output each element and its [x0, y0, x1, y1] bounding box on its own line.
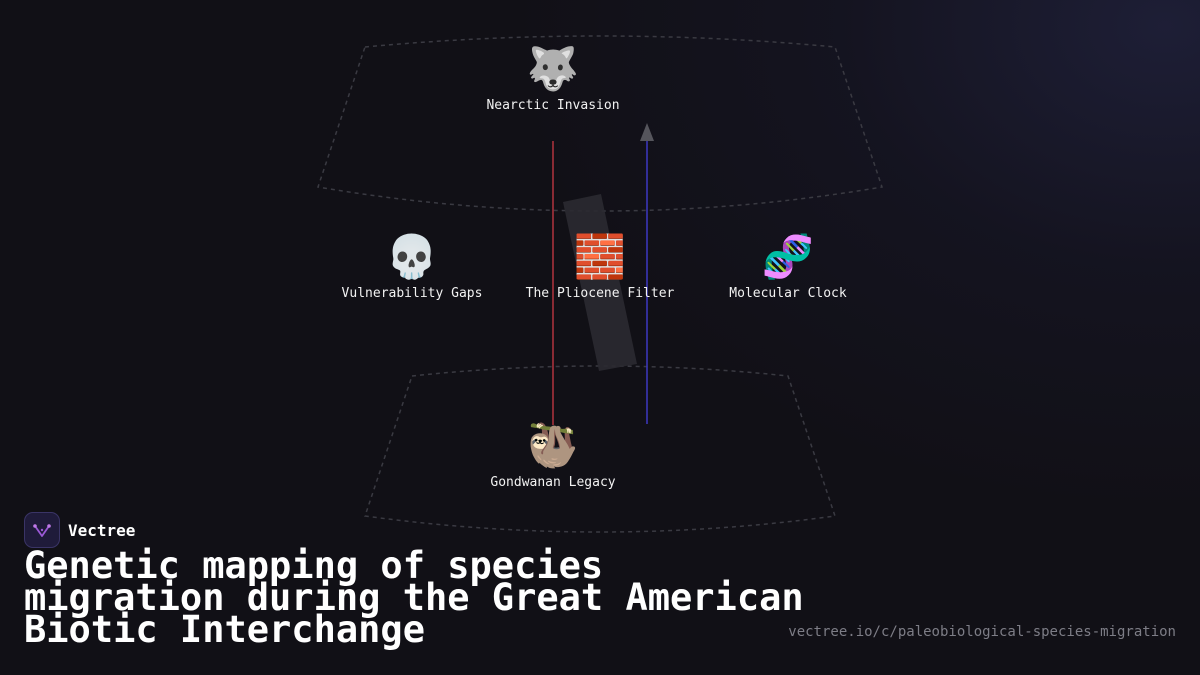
node-nearctic-invasion[interactable]: 🐺 Nearctic Invasion — [486, 44, 619, 113]
node-gondwanan-legacy[interactable]: 🦥 Gondwanan Legacy — [490, 421, 615, 490]
node-label: Nearctic Invasion — [486, 98, 620, 113]
brand[interactable]: Vectree — [24, 512, 135, 548]
northbound-arrowhead — [640, 123, 654, 141]
node-label: Gondwanan Legacy — [490, 475, 616, 490]
brick-wall-icon: 🧱 — [573, 232, 627, 281]
node-label: The Pliocene Filter — [525, 286, 675, 301]
wolf-icon: 🐺 — [526, 44, 580, 93]
node-molecular-clock[interactable]: 🧬 Molecular Clock — [729, 232, 846, 301]
node-label: Vulnerability Gaps — [341, 286, 483, 301]
node-vulnerability-gaps[interactable]: 💀 Vulnerability Gaps — [342, 232, 483, 301]
node-pliocene-filter[interactable]: 🧱 The Pliocene Filter — [526, 232, 675, 301]
brand-name: Vectree — [68, 520, 136, 540]
sloth-icon: 🦥 — [526, 421, 580, 470]
skull-icon: 💀 — [385, 232, 439, 281]
vectree-logo-icon — [24, 512, 60, 548]
source-url[interactable]: vectree.io/c/paleobiological-species-mig… — [788, 624, 1176, 640]
node-label: Molecular Clock — [729, 286, 847, 301]
isthmus-filter-band — [563, 194, 637, 371]
south-region-outline — [364, 365, 836, 533]
north-region-outline — [317, 35, 883, 212]
dna-icon: 🧬 — [761, 232, 815, 281]
page-title: Genetic mapping of species migration dur… — [24, 544, 804, 651]
